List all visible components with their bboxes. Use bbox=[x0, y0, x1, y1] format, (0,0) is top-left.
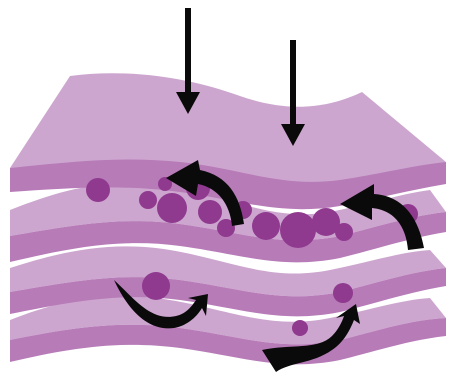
particle-icon bbox=[252, 212, 280, 240]
down-arrow-icon bbox=[176, 8, 200, 114]
particle-icon bbox=[292, 320, 308, 336]
particle-icon bbox=[142, 272, 170, 300]
particle-icon bbox=[333, 283, 353, 303]
particle-icon bbox=[139, 191, 157, 209]
particle-icon bbox=[335, 223, 353, 241]
particle-icon bbox=[198, 200, 222, 224]
particle-icon bbox=[86, 178, 110, 202]
particle-icon bbox=[280, 212, 316, 248]
down-arrow-icon bbox=[281, 40, 305, 146]
particle-icon bbox=[157, 193, 187, 223]
